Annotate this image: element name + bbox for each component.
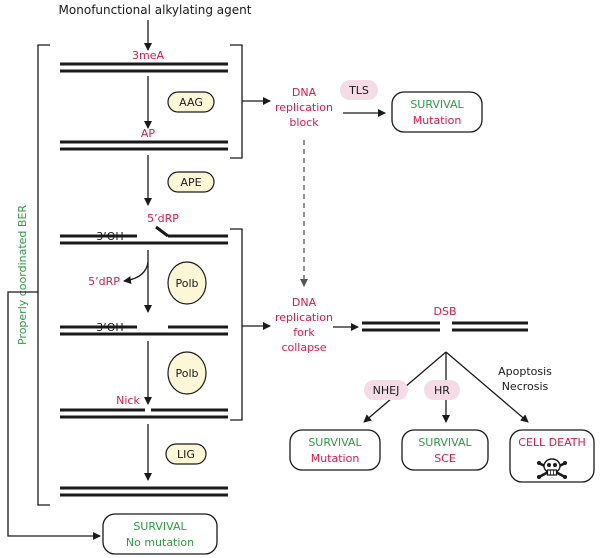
arrow-ber-to-survival xyxy=(7,291,101,540)
lesion-3mea: 3meA xyxy=(132,49,164,62)
outcome-survival-mutation-top xyxy=(391,91,483,133)
enzyme-polb-2 xyxy=(167,351,207,395)
enzyme-nhej xyxy=(364,380,408,400)
enzyme-polb-1 xyxy=(167,261,207,305)
lesion-dsb: DSB xyxy=(434,305,457,318)
lesion-5drp: 5’dRP xyxy=(147,212,179,225)
outcome-survival-sce xyxy=(401,429,489,471)
side-label: Properly coordinated BER xyxy=(16,205,29,345)
collapse-line1: DNA xyxy=(292,296,317,309)
arrow-to-death xyxy=(445,351,529,423)
arrow-release-drp xyxy=(123,261,149,285)
dna-flap xyxy=(155,225,169,238)
necrosis-label: Necrosis xyxy=(502,380,549,393)
outcome-sce-line1: SURVIVAL xyxy=(418,436,472,449)
ber-bracket xyxy=(37,44,50,506)
block-line2: replication xyxy=(275,101,333,114)
enzyme-nhej-label: NHEJ xyxy=(373,384,400,397)
enzyme-tls xyxy=(340,80,378,100)
enzyme-hr-label: HR xyxy=(434,384,450,397)
block-line1: DNA xyxy=(292,86,317,99)
released-5drp: 5’dRP xyxy=(88,275,120,288)
top-label: Monofunctional alkylating agent xyxy=(59,3,252,17)
outcome-survival-no-mutation-line2: No mutation xyxy=(126,536,194,549)
enzyme-hr xyxy=(424,380,460,400)
lesion-ap: AP xyxy=(141,127,156,140)
outcome-cell-death xyxy=(509,429,595,483)
collapse-line4: collapse xyxy=(281,341,326,354)
lesion-nick: Nick xyxy=(116,394,140,407)
enzyme-ape-label: APE xyxy=(180,176,201,189)
bracket-top-right xyxy=(230,44,243,159)
enzyme-polb-1-label: Polb xyxy=(175,277,198,290)
bracket-bottom-right xyxy=(230,228,243,421)
outcome-survival-top-line1: SURVIVAL xyxy=(410,98,464,111)
outcome-survival-no-mutation-line1: SURVIVAL xyxy=(133,520,187,533)
skull-crossbones-icon xyxy=(537,458,567,479)
outcome-survival-mutation-nhej xyxy=(289,429,381,471)
enzyme-lig xyxy=(165,443,207,465)
enzyme-tls-label: TLS xyxy=(348,84,369,97)
collapse-line3: fork xyxy=(293,326,315,339)
apoptosis-label: Apoptosis xyxy=(498,365,552,378)
enzyme-ape xyxy=(167,171,215,193)
enzyme-aag-label: AAG xyxy=(179,96,203,109)
collapse-line2: replication xyxy=(275,311,333,324)
outcome-survival-top-line2: Mutation xyxy=(413,114,462,127)
block-line3: block xyxy=(289,116,319,129)
enzyme-lig-label: LIG xyxy=(177,448,195,461)
outcome-survival-no-mutation xyxy=(102,513,218,555)
outcome-nhej-line1: SURVIVAL xyxy=(308,436,362,449)
outcome-sce-line2: SCE xyxy=(434,452,456,465)
outcome-nhej-line2: Mutation xyxy=(311,452,360,465)
enzyme-aag xyxy=(167,91,215,113)
outcome-cell-death-label: CELL DEATH xyxy=(518,436,585,449)
enzyme-polb-2-label: Polb xyxy=(175,367,198,380)
